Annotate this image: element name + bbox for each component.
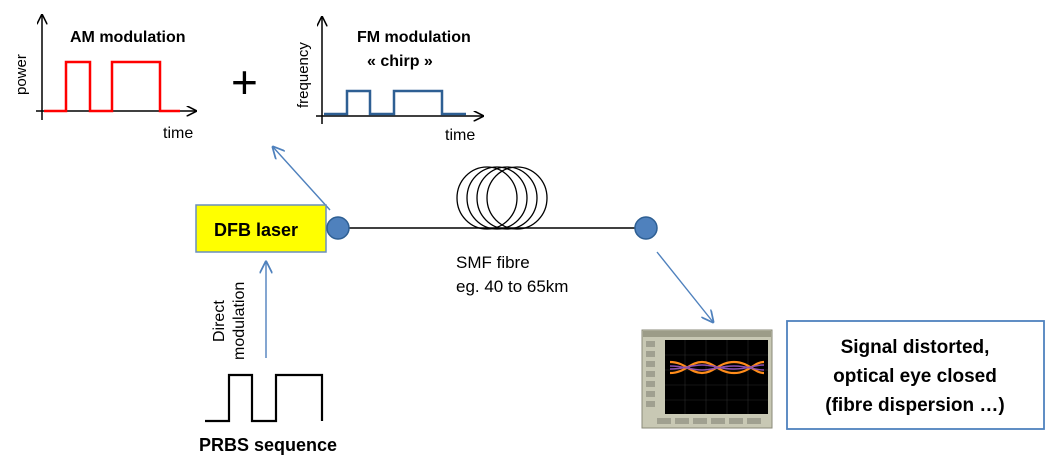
am-xlabel: time bbox=[163, 125, 193, 142]
fm-subtitle: « chirp » bbox=[367, 53, 433, 70]
fibre-label-line2: eg. 40 to 65km bbox=[456, 277, 568, 296]
direct-modulation-line1: Direct bbox=[211, 300, 228, 342]
eye-diagram bbox=[669, 360, 765, 375]
direct-modulation-line2: modulation bbox=[231, 282, 248, 360]
result-line3: (fibre dispersion …) bbox=[825, 395, 1004, 416]
scope-screen bbox=[665, 340, 768, 414]
am-modulation-plot: AM modulation power time bbox=[13, 15, 196, 142]
am-ylabel: power bbox=[13, 54, 30, 95]
am-title: AM modulation bbox=[70, 29, 186, 46]
dfb-laser-label: DFB laser bbox=[214, 220, 298, 240]
am-trace bbox=[44, 60, 180, 113]
fibre-label-line1: SMF fibre bbox=[456, 253, 530, 272]
dfb-laser-box bbox=[195, 204, 327, 253]
node-fibre-output bbox=[634, 216, 658, 240]
result-line2: optical eye closed bbox=[833, 366, 997, 387]
fm-xlabel: time bbox=[445, 127, 475, 144]
fm-modulation-plot: FM modulation « chirp » frequency time bbox=[295, 17, 483, 144]
fm-trace bbox=[324, 89, 466, 116]
fm-title: FM modulation bbox=[357, 29, 471, 46]
node-laser-output bbox=[326, 216, 350, 240]
arrow-fibre-to-scope bbox=[656, 251, 713, 322]
result-box bbox=[786, 320, 1045, 430]
prbs-waveform bbox=[205, 373, 324, 423]
fm-ylabel: frequency bbox=[295, 42, 312, 108]
arrow-laser-to-plots bbox=[273, 147, 331, 211]
prbs-label: PRBS sequence bbox=[199, 435, 337, 455]
oscilloscope-icon bbox=[641, 329, 773, 429]
result-line1: Signal distorted, bbox=[841, 337, 990, 358]
fibre-coil-icon bbox=[456, 166, 548, 230]
plus-sign: + bbox=[231, 56, 258, 108]
